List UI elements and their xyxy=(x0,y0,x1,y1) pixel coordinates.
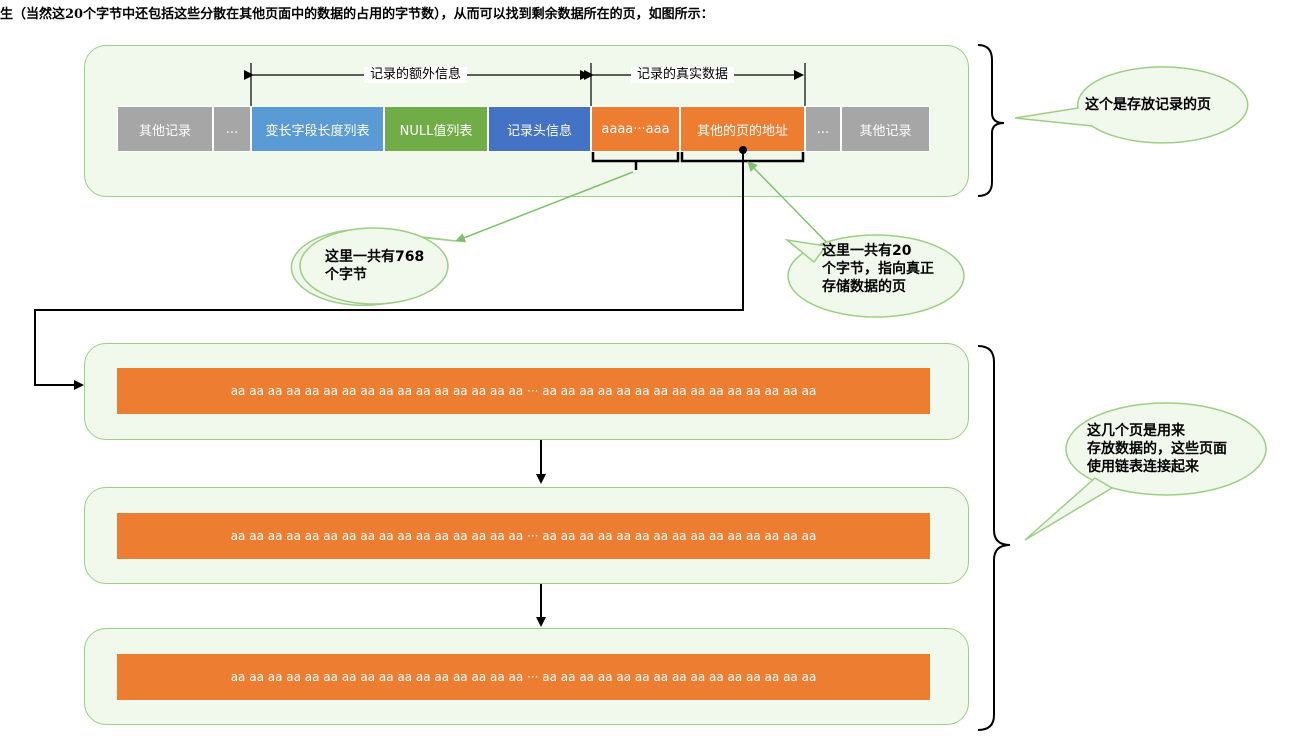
callout-page-note: 这个是存放记录的页 xyxy=(1085,97,1211,113)
bubble-overflow-tail xyxy=(1024,477,1114,541)
record-cell-other-left: 其他记录 xyxy=(117,106,213,152)
record-cell-prefix-data: aaaa···aaa xyxy=(591,106,680,152)
extra-info-label: 记录的额外信息 xyxy=(364,67,468,83)
intro-text: 生（当然这20个字节中还包括这些分散在其他页面中的数据的占用的字节数），从而可以… xyxy=(0,7,714,22)
record-cell-ellipsis-right: ... xyxy=(805,106,841,152)
record-cell-other-right: 其他记录 xyxy=(841,106,930,152)
callout-20-bytes: 这里一共有20 个字节，指向真正 存储数据的页 xyxy=(822,243,934,295)
record-cell-header-info: 记录头信息 xyxy=(488,106,591,152)
real-data-label: 记录的真实数据 xyxy=(631,67,735,83)
record-cell-ellipsis-left: ... xyxy=(213,106,251,152)
record-cell-page-address: 其他的页的地址 xyxy=(680,106,805,152)
page-link-arrowhead xyxy=(74,380,84,390)
page-braces xyxy=(977,44,1011,731)
record-cell-null-list: NULL值列表 xyxy=(384,106,488,152)
callout-768-bytes: 这里一共有768 个字节 xyxy=(325,249,425,283)
data-page-strip-3: aa aa aa aa aa aa aa aa aa aa aa aa aa a… xyxy=(117,654,930,700)
data-page-strip-2: aa aa aa aa aa aa aa aa aa aa aa aa aa a… xyxy=(117,513,930,559)
callout-overflow-pages: 这几个页是用来 存放数据的，这些页面 使用链表连接起来 xyxy=(1087,423,1227,475)
bubble-20-tail xyxy=(784,238,828,264)
record-cell-varlen-list: 变长字段长度列表 xyxy=(251,106,384,152)
data-page-strip-1: aa aa aa aa aa aa aa aa aa aa aa aa aa a… xyxy=(117,368,930,414)
